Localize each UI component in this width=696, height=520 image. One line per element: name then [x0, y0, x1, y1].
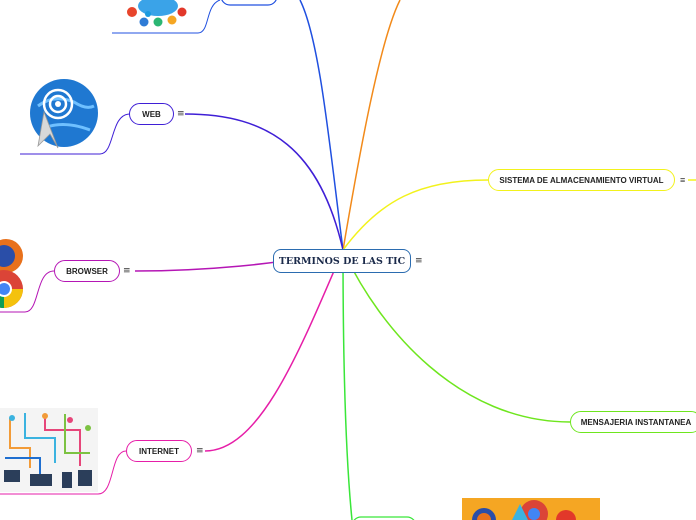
browsers-banner-image [462, 498, 600, 520]
browser-menu-icon[interactable]: ≡ [123, 267, 131, 276]
topic-label-messaging: MENSAJERIA INSTANTANEA [581, 418, 692, 427]
topic-node-messaging[interactable]: MENSAJERIA INSTANTANEA [570, 411, 696, 433]
root-topic-node[interactable]: TERMINOS DE LAS TIC [273, 249, 411, 273]
web-menu-icon[interactable]: ≡ [177, 110, 185, 119]
topic-node-browser[interactable]: BROWSER [54, 260, 120, 282]
topic-node-web[interactable]: WEB [129, 103, 174, 125]
root-topic-label: TERMINOS DE LAS TIC [279, 256, 405, 267]
topic-node-internet[interactable]: INTERNET [126, 440, 192, 462]
internet-menu-icon[interactable]: ≡ [196, 447, 204, 456]
internet-network-image [0, 408, 98, 492]
topic-node-storage[interactable]: SISTEMA DE ALMACENAMIENTO VIRTUAL [488, 169, 675, 191]
topic-label-storage: SISTEMA DE ALMACENAMIENTO VIRTUAL [499, 176, 663, 185]
topic-label-web: WEB [142, 110, 161, 119]
connector-web [185, 114, 343, 250]
topic-label-browser: BROWSER [66, 267, 108, 276]
social-apps-image [118, 0, 198, 30]
web-globe-image [24, 76, 100, 152]
connector-messaging [343, 250, 570, 422]
topic-node-top-partial[interactable] [221, 0, 277, 5]
connector-top-right [343, 0, 400, 250]
connector-storage [343, 180, 488, 250]
storage-menu-icon[interactable]: ≡ [680, 175, 685, 185]
connector-bottom [343, 250, 352, 520]
browser-logos-image [0, 236, 26, 310]
root-menu-icon[interactable]: ≡ [415, 257, 423, 266]
connector-internet [205, 250, 343, 451]
connector-top-left [300, 0, 343, 250]
topic-label-internet: INTERNET [139, 447, 179, 456]
